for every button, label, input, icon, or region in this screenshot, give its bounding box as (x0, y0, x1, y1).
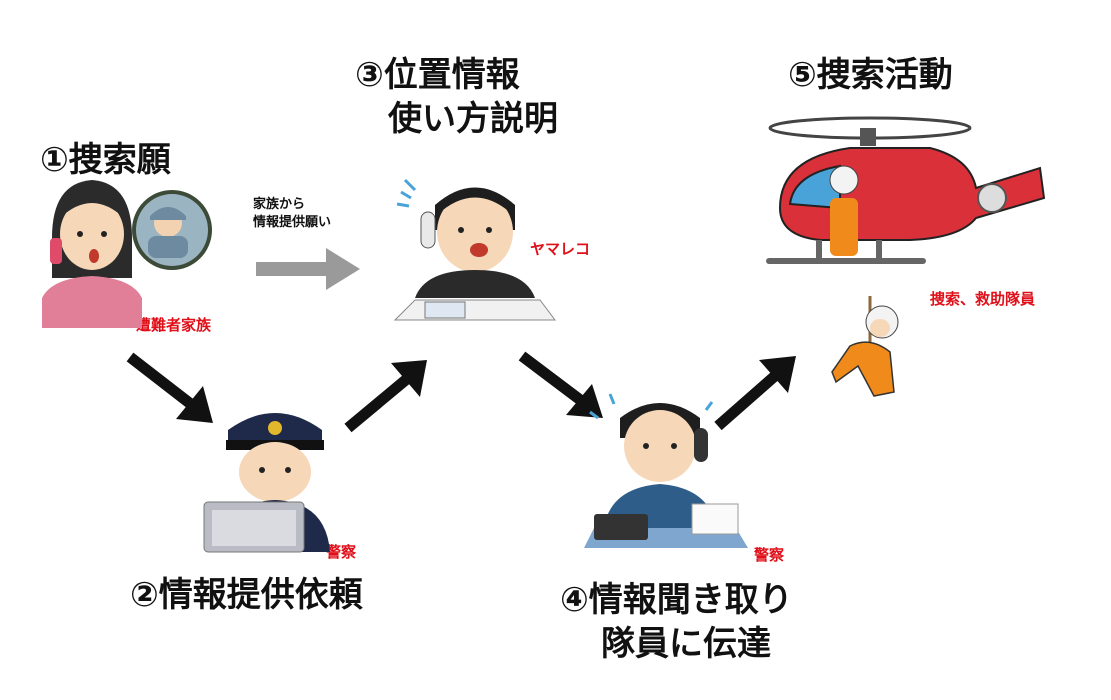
rescue-helicopter-illustration (766, 116, 1046, 264)
label-yamareco: ヤマレコ (530, 240, 591, 258)
label-rescue: 捜索、救助隊員 (930, 290, 1036, 308)
operator-illustration (393, 178, 556, 321)
arrow-1-to-2 (126, 352, 213, 423)
step-5-title: ⑤捜索活動 (788, 55, 953, 95)
step-3-title-line1: ③位置情報 (355, 55, 520, 95)
step-4-title-line2: 隊員に伝達 (601, 624, 771, 664)
police-officer-2-illustration (584, 393, 748, 548)
step-3-title-line2: 使い方説明 (388, 99, 558, 139)
arrow-2-to-3 (344, 360, 427, 433)
step-1-title: ①捜索願 (40, 140, 171, 180)
step-2-title: ②情報提供依頼 (130, 575, 363, 615)
family-illustration (42, 180, 212, 328)
arrow-3-to-4 (518, 351, 603, 418)
arrow-4-to-5 (714, 356, 796, 431)
hanging-rescuer-illustration (831, 296, 899, 397)
label-police-b: 警察 (754, 546, 785, 564)
label-family: 遭難者家族 (136, 316, 212, 334)
note-line2: 情報提供願い (253, 215, 332, 230)
police-officer-1-illustration (203, 413, 330, 553)
label-police-a: 警察 (326, 543, 357, 561)
step-4-title-line1: ④情報聞き取り (560, 580, 793, 620)
gray-arrow (256, 248, 360, 290)
note-line1: 家族から (253, 197, 306, 212)
